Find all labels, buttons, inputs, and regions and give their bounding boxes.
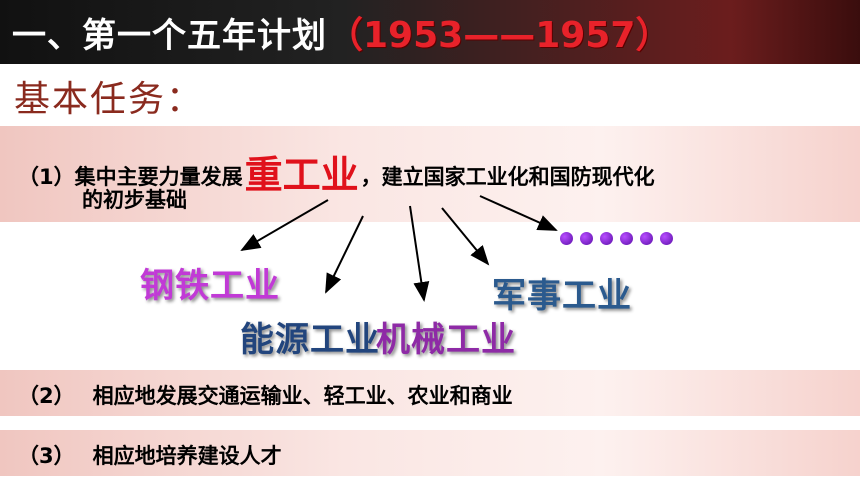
task-2-number: （2） xyxy=(18,384,75,408)
dot-icon xyxy=(580,232,593,245)
arrow-to-military xyxy=(441,207,490,266)
arrow-to-more xyxy=(479,195,558,231)
task-2-text: 相应地发展交通运输业、轻工业、农业和商业 xyxy=(92,384,513,408)
ellipsis-dots xyxy=(560,232,673,245)
dot-icon xyxy=(660,232,673,245)
arrow-to-steel xyxy=(240,199,329,252)
task-panel-1 xyxy=(0,126,860,222)
industry-energy: 能源工业 xyxy=(240,320,380,360)
task-1-line-1: （1）集中主要力量发展 重工业 ，建立国家工业化和国防现代化 xyxy=(18,140,655,197)
industry-steel: 钢铁工业 xyxy=(140,266,280,306)
task-3-text: 相应地培养建设人才 xyxy=(92,444,282,468)
arrow-to-energy xyxy=(325,215,364,294)
task-3: （3） 相应地培养建设人才 xyxy=(18,440,282,470)
title-bar: 一、第一个五年计划 （1953——1957） xyxy=(0,0,860,64)
section-heading: 基本任务： xyxy=(14,79,205,120)
task-1-suffix: ，建立国家工业化和国防现代化 xyxy=(360,165,655,189)
task-2: （2） 相应地发展交通运输业、轻工业、农业和商业 xyxy=(18,380,513,410)
dot-icon xyxy=(620,232,633,245)
task-panel-2 xyxy=(0,370,860,416)
task-1-highlight: 重工业 xyxy=(244,153,359,197)
arrow-to-machinery xyxy=(409,205,430,302)
title-years: （1953——1957） xyxy=(327,15,672,56)
task-3-number: （3） xyxy=(18,444,75,468)
dot-icon xyxy=(560,232,573,245)
dot-icon xyxy=(600,232,613,245)
industry-military: 军事工业 xyxy=(492,276,632,316)
dot-icon xyxy=(640,232,653,245)
industry-machinery: 机械工业 xyxy=(376,320,516,360)
task-1-line-2: 的初步基础 xyxy=(82,188,187,212)
task-panel-3 xyxy=(0,430,860,476)
task-1-prefix: （1）集中主要力量发展 xyxy=(18,165,243,189)
page-title: 一、第一个五年计划 xyxy=(12,15,327,56)
